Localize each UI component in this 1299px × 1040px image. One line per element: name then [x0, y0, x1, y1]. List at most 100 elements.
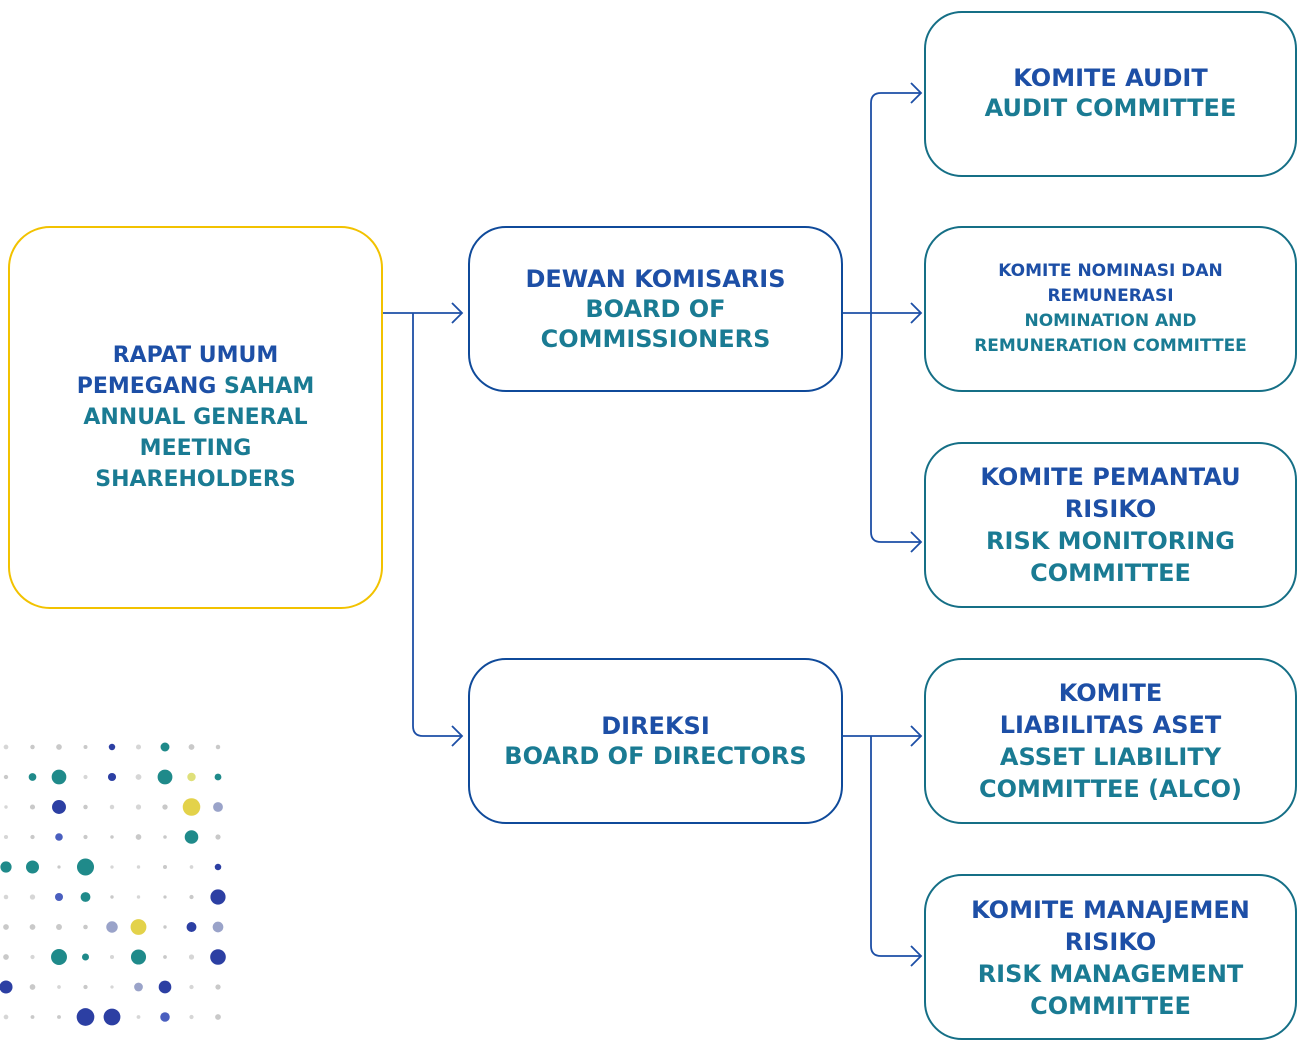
decorative-dot: [3, 774, 9, 780]
decorative-dot: [163, 835, 167, 839]
decorative-dot: [214, 863, 222, 871]
agm-en-line-3: SHAREHOLDERS: [95, 467, 296, 492]
decorative-dot: [189, 894, 194, 900]
agm-box: RAPAT UMUM PEMEGANG SAHAM ANNUAL GENERAL…: [8, 226, 383, 609]
decorative-dot: [29, 984, 36, 990]
decorative-dot: [106, 921, 118, 933]
decorative-dot: [158, 980, 172, 994]
risk-management-en-line-1: RISK MANAGEMENT: [977, 960, 1244, 988]
decorative-dot: [135, 774, 142, 780]
decorative-dot: [30, 744, 35, 750]
decorative-dot-pattern: [0, 742, 226, 1026]
directors-en-line-1: BOARD OF DIRECTORS: [504, 742, 807, 770]
decorative-dot: [56, 924, 62, 930]
decorative-dot: [162, 804, 168, 810]
decorative-dot: [182, 798, 201, 816]
risk-monitoring-committee-label: KOMITE PEMANTAU RISIKO RISK MONITORING C…: [980, 461, 1240, 589]
decorative-dot: [56, 744, 62, 750]
decorative-dot: [136, 895, 141, 899]
decorative-dot: [52, 800, 66, 814]
agm-en-line-2: MEETING: [139, 436, 252, 461]
decorative-dot: [110, 865, 114, 869]
decorative-dot: [76, 1008, 95, 1026]
decorative-dot: [80, 892, 91, 902]
nomination-id-line-2: REMUNERASI: [1047, 286, 1174, 306]
decorative-dot: [110, 895, 114, 899]
decorative-dot: [214, 773, 222, 781]
decorative-dot: [130, 949, 147, 965]
decorative-dot: [29, 804, 36, 810]
audit-committee-label: KOMITE AUDIT AUDIT COMMITTEE: [985, 63, 1237, 123]
nomination-en-line-2: REMUNERATION COMMITTEE: [974, 336, 1247, 356]
connector-to-audit: [870, 92, 921, 313]
decorative-dot: [189, 865, 194, 869]
decorative-dot: [3, 1014, 9, 1020]
decorative-dot: [184, 830, 199, 844]
decorative-dot: [215, 984, 221, 990]
decorative-dot: [83, 804, 88, 810]
risk-management-committee-box: KOMITE MANAJEMEN RISIKO RISK MANAGEMENT …: [924, 874, 1297, 1040]
risk-management-en-line-2: COMMITTEE: [1030, 992, 1191, 1020]
risk-monitoring-id-line-2: RISIKO: [1064, 495, 1157, 523]
decorative-dot: [30, 954, 35, 960]
decorative-dot: [162, 864, 168, 870]
decorative-dot: [30, 1015, 35, 1019]
decorative-dot: [160, 1012, 170, 1022]
alco-en-line-2: COMMITTEE (ALCO): [979, 775, 1242, 803]
decorative-dot: [3, 954, 9, 960]
decorative-dot: [186, 922, 197, 932]
decorative-dot: [81, 953, 90, 961]
nomination-committee-box: KOMITE NOMINASI DAN REMUNERASI NOMINATIO…: [924, 226, 1297, 392]
connector-to-risk-monitoring: [870, 313, 921, 543]
decorative-dot: [57, 865, 61, 869]
board-of-directors-box: DIREKSI BOARD OF DIRECTORS: [468, 658, 843, 824]
alco-id-line-1: KOMITE: [1058, 679, 1163, 707]
decorative-dot: [51, 949, 67, 965]
alco-committee-box: KOMITE LIABILITAS ASET ASSET LIABILITY C…: [924, 658, 1297, 824]
decorative-dot: [107, 772, 117, 782]
decorative-dot: [163, 925, 167, 929]
decorative-dot: [0, 861, 12, 873]
decorative-dot: [136, 865, 141, 869]
agm-id-line-2: PEMEGANG: [76, 374, 217, 399]
decorative-dot: [213, 802, 223, 812]
risk-monitoring-committee-box: KOMITE PEMANTAU RISIKO RISK MONITORING C…: [924, 442, 1297, 608]
decorative-dot: [83, 924, 88, 930]
decorative-dot: [215, 1014, 221, 1020]
decorative-dot: [25, 860, 40, 874]
arrowhead-commissioners: [451, 302, 464, 324]
risk-management-committee-label: KOMITE MANAJEMEN RISIKO RISK MANAGEMENT …: [971, 894, 1250, 1022]
risk-monitoring-en-line-2: COMMITTEE: [1030, 559, 1191, 587]
decorative-dot: [110, 985, 114, 989]
agm-id-line-1: RAPAT UMUM: [112, 343, 279, 368]
decorative-dot: [189, 984, 194, 990]
audit-id-line-1: KOMITE AUDIT: [1013, 64, 1208, 92]
board-of-commissioners-box: DEWAN KOMISARIS BOARD OF COMMISSIONERS: [468, 226, 843, 392]
decorative-dot: [157, 769, 173, 785]
decorative-dot: [83, 774, 88, 780]
risk-management-id-line-1: KOMITE MANAJEMEN: [971, 896, 1250, 924]
decorative-dot: [4, 805, 8, 809]
decorative-dot: [160, 742, 170, 752]
decorative-dot: [110, 835, 114, 839]
decorative-dot: [109, 954, 115, 960]
decorative-dot: [57, 1015, 61, 1019]
decorative-dot: [135, 804, 142, 810]
decorative-dot: [57, 985, 61, 989]
decorative-dot: [103, 1008, 121, 1026]
agm-en-line-1: ANNUAL GENERAL: [83, 405, 308, 430]
risk-management-id-line-2: RISIKO: [1064, 928, 1157, 956]
decorative-dot: [76, 858, 95, 876]
decorative-dot: [29, 894, 36, 900]
decorative-dot: [163, 955, 167, 959]
decorative-dot: [29, 924, 36, 930]
alco-committee-label: KOMITE LIABILITAS ASET ASSET LIABILITY C…: [979, 677, 1242, 805]
connector-agm-to-directors: [412, 313, 462, 737]
commissioners-en-line-1: BOARD OF: [585, 295, 726, 323]
decorative-dot: [109, 804, 115, 810]
board-of-directors-label: DIREKSI BOARD OF DIRECTORS: [504, 711, 806, 771]
decorative-dot: [135, 744, 142, 750]
audit-committee-box: KOMITE AUDIT AUDIT COMMITTEE: [924, 11, 1297, 177]
decorative-dot: [83, 745, 88, 749]
decorative-dot: [134, 982, 143, 992]
